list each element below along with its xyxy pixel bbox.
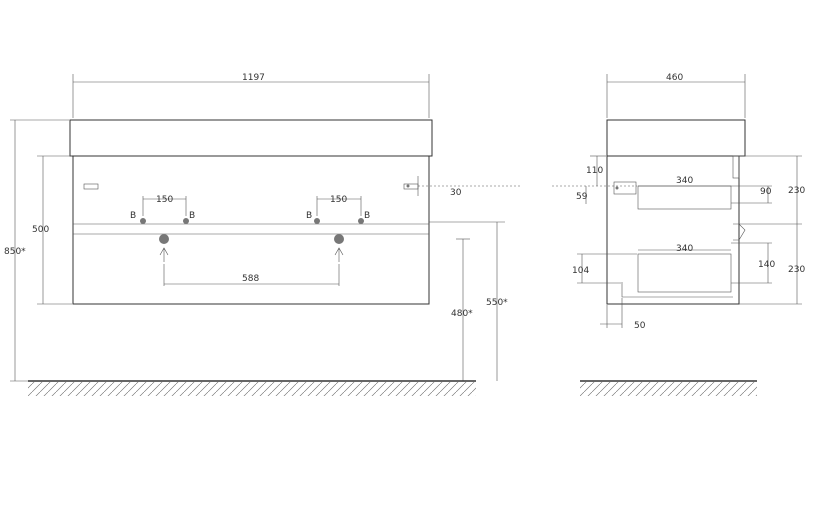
drain-hole-left	[159, 234, 169, 244]
side-front-panel-top	[732, 155, 740, 179]
faucet-hole-1	[140, 218, 146, 224]
dim-drawer-bottom-width: 340	[676, 244, 693, 254]
dim-cabinet-height: 500	[32, 225, 49, 235]
side-cabinet	[606, 155, 740, 305]
marker-b-3: B	[306, 211, 312, 221]
faucet-hole-4	[358, 218, 364, 224]
dim-drawer-bottom-inner: 140	[758, 260, 775, 270]
dim-110: 110	[586, 166, 603, 176]
dim-top-height: 550*	[486, 298, 508, 308]
faucet-hole-3	[314, 218, 320, 224]
side-front-panel-notch	[733, 223, 746, 241]
side-floor-hatch	[580, 382, 757, 396]
drain-hole-right	[334, 234, 344, 244]
front-floor-hatch	[28, 382, 476, 396]
front-view: B B B B 1197 150 150 588 30	[4, 73, 520, 396]
dim-bottom-offset: 50	[634, 321, 646, 331]
dim-drawer-bottom-left: 104	[572, 266, 589, 276]
dim-drain-spacing: 588	[242, 274, 259, 284]
dim-total-height: 850*	[4, 247, 26, 257]
side-drawer-bottom	[637, 253, 732, 293]
side-view: 460 110 59 340 90 230 340 104	[552, 73, 805, 396]
dim-drawer-bottom-height: 230	[788, 265, 805, 275]
dim-side-offset: 30	[450, 188, 462, 198]
marker-b-2: B	[189, 211, 195, 221]
dim-faucet-spacing-left: 150	[156, 195, 173, 205]
dim-depth: 460	[666, 73, 683, 83]
side-countertop	[606, 119, 746, 157]
marker-b-1: B	[130, 211, 136, 221]
dim-faucet-spacing-right: 150	[330, 195, 347, 205]
faucet-hole-2	[183, 218, 189, 224]
front-handle-dot	[406, 184, 410, 188]
front-handle-left	[83, 183, 99, 190]
side-drawer-bottom-lip	[621, 282, 733, 298]
dim-59: 59	[576, 192, 588, 202]
front-countertop	[69, 119, 433, 157]
dim-drawer-top-height: 230	[788, 186, 805, 196]
drain-arrow-left-icon	[159, 247, 169, 262]
drain-arrow-right-icon	[334, 247, 344, 262]
dim-drawer-top-inner: 90	[760, 187, 772, 197]
dim-drawer-top-width: 340	[676, 176, 693, 186]
side-drawer-top-handle	[613, 181, 637, 195]
marker-b-4: B	[364, 211, 370, 221]
dim-width: 1197	[242, 73, 265, 83]
front-cabinet	[72, 155, 430, 305]
dim-drain-height: 480*	[451, 309, 473, 319]
